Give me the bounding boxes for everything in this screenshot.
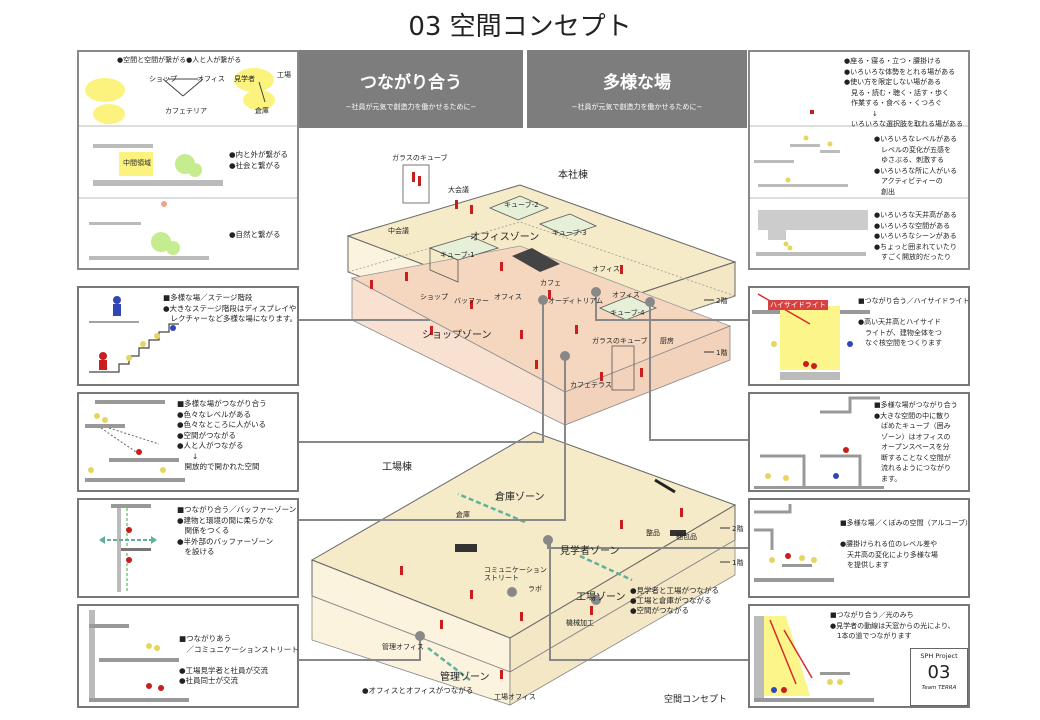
label-buffer: バッファー [454, 297, 489, 305]
badge-project: SPH Project [920, 652, 958, 660]
zone-management: 管理ゾーン [440, 672, 490, 683]
main-building-label: 本社棟 [558, 170, 588, 181]
badge-team: Team TERRA [921, 685, 957, 691]
label-intermediate-area: 中間領域 [123, 159, 151, 167]
project-badge: SPH Project 03 Team TERRA [910, 648, 968, 706]
left-panel-buffer-zone: ■つながり合う／バッファーゾーン ●建物と環境の間に柔らかな 関係をつくる ●半… [77, 498, 299, 598]
label-cube-4: キューブ-4 [610, 309, 645, 317]
header-subtitle: −社員が元気で創造力を働かせるために− [571, 103, 703, 111]
factory-diagram [310, 431, 737, 706]
label-glass-cube: ガラスのキューブ [392, 154, 448, 162]
center-notes: ●見学者と工場がつながる ●工場と倉庫がつながる ●空間がつながる [630, 586, 720, 615]
label-kitchen: 厨房 [660, 337, 674, 345]
panel-text: ■多様な場／ステージ階段 ●大きなステージ階段はディスプレイや レクチャーなど多… [163, 293, 298, 323]
label-visitor: 見学者 [234, 75, 255, 83]
panel-text: ■つながり合う／光のみち ●見学者の動線は天窓からの光により、 1本の道でつなが… [830, 611, 955, 640]
label-cafeteria: カフェテリア [165, 107, 207, 115]
floor-1-lower: 1階 [732, 559, 744, 567]
zone-office: オフィスゾーン [470, 232, 540, 243]
zone-visitor: 見学者ゾーン [560, 546, 620, 557]
label-warehouse: 倉庫 [255, 107, 269, 115]
panel-text: ■多様な場がつながり合う ●大きな空間の中に散り ばめたキューブ（囲み ゾーン）… [874, 401, 958, 483]
label-admin-office: 管理オフィス [382, 643, 424, 651]
right-panel-highside-light: ハイサイドライト ■つながり合う／ハイサイドライト ●高い天井高とハイサイド ラ… [748, 286, 970, 386]
label-cafe-terrace: カフェテラス [570, 381, 612, 389]
left-panel-connected-places: ■多様な場がつながり合う ●色々なレベルがある ●色々なところに人がいる ●空間… [77, 392, 299, 492]
label-shop: ショップ [420, 293, 448, 301]
label-auditorium: オーディトリアム [548, 297, 604, 305]
highside-light-illustration [752, 293, 870, 380]
panel-text: ●いろいろな天井高がある ●いろいろな空間がある ●いろいろなシーンがある ●ち… [874, 211, 958, 261]
buffer-illustration [99, 504, 157, 592]
header-tsunagari: つながり合う −社員が元気で創造力を働かせるために− [299, 50, 523, 128]
label-factory: 工場 [277, 71, 291, 79]
floor-2-upper: 2階 [716, 297, 728, 305]
levels-various [750, 110, 968, 256]
panel-text: ■つながり合う／ハイサイドライト ●高い天井高とハイサイド ライトが、建物全体を… [858, 297, 970, 347]
header-title: 多様な場 [603, 73, 671, 93]
label-product: 整品 [646, 529, 660, 537]
left-panel-stage-stairs: ■多様な場／ステージ階段 ●大きなステージ階段はディスプレイや レクチャーなど多… [77, 286, 299, 386]
zone-shop: ショップゾーン [422, 330, 492, 341]
label-lab: ラボ [528, 585, 542, 593]
stair-illustration [89, 296, 179, 373]
right-panel-alcove: ■多様な場／くぼみの空間（アルコーブ） ●腰掛けられる位のレベル差や 天井高の変… [748, 498, 972, 598]
panel-text: ■つながりあう ／コミュニケーションストリート ●工場見学者と社員が交流 ●社員… [179, 634, 299, 685]
label-office-3: オフィス [612, 291, 640, 299]
left-panel-communication-street: ■つながりあう ／コミュニケーションストリート ●工場見学者と社員が交流 ●社員… [77, 604, 299, 708]
panel-text: ●自然と繋がる [229, 230, 281, 239]
zone-factory: 工場ゾーン [576, 592, 626, 603]
label-cube-3: キューブ-3 [552, 229, 587, 237]
floor-1-upper: 1階 [716, 349, 728, 357]
label-storage: 倉庫 [456, 511, 470, 519]
panel-text: ●内と外が繋がる ●社会と繋がる [229, 150, 289, 170]
main-building-diagram [346, 164, 737, 426]
label-cube-1: キューブ-1 [440, 251, 475, 259]
zone-warehouse: 倉庫ゾーン [495, 492, 545, 503]
panel-text: ■多様な場がつながり合う ●色々なレベルがある ●色々なところに人がいる ●空間… [177, 399, 267, 471]
label-large-meeting: 大会議 [448, 186, 469, 194]
right-panel-various-places: ●座る・寝る・立つ・腰掛ける ●いろいろな体勢をとれる場がある ●使い方を限定し… [748, 50, 970, 270]
street-illustration [89, 610, 189, 702]
panel-text: ■つながり合う／バッファーゾーン ●建物と環境の間に柔らかな 関係をつくる ●半… [177, 505, 297, 556]
page-title: 03 空間コンセプト [408, 12, 632, 42]
label-glass-cube-2: ガラスのキューブ [592, 337, 648, 345]
header-tayouna-ba: 多様な場 −社員が元気で創造力を働かせるために− [527, 50, 747, 128]
left-panel-connections: ●空間と空間が繋がる●人と人が繋がる ショップ オフィス カフェテリア 見学者 … [77, 50, 299, 270]
connection-illustration [79, 68, 297, 260]
header-title: つながり合う [360, 73, 462, 93]
label-office-2: オフィス [494, 293, 522, 301]
label-mid-meeting: 中会議 [388, 227, 409, 235]
label-machining: 機械加工 [566, 619, 594, 627]
levels-illustration [85, 400, 185, 482]
label-shop: ショップ [149, 75, 177, 83]
header-subtitle: −社員が元気で創造力を働かせるために− [345, 103, 477, 111]
label-cafe: カフェ [540, 279, 561, 287]
label-communication-street: コミュニケーション ストリート [484, 566, 547, 582]
connector-nodes [415, 287, 655, 641]
panel-text: ■多様な場／くぼみの空間（アルコーブ） ●腰掛けられる位のレベル差や 天井高の変… [840, 519, 972, 569]
label-highside-light: ハイサイドライト [768, 300, 828, 310]
alcove-illustration [754, 504, 834, 582]
cube-illustration [754, 396, 884, 489]
panel-text: ●座る・寝る・立つ・腰掛ける ●いろいろな体勢をとれる場がある ●使い方を限定し… [844, 57, 963, 128]
right-panel-cubes: ■多様な場がつながり合う ●大きな空間の中に散り ばめたキューブ（囲み ゾーン）… [748, 392, 970, 492]
badge-number: 03 [927, 662, 951, 683]
caption: 空間コンセプト [664, 695, 728, 705]
panel-text: ●空間と空間が繋がる●人と人が繋がる [117, 56, 242, 64]
label-packaging: 梱包品 [676, 533, 697, 541]
label-office-1: オフィス [592, 265, 620, 273]
label-office: オフィス [197, 75, 225, 83]
bottom-note: ●オフィスとオフィスがつながる [362, 686, 474, 695]
light-path-illustration [754, 616, 874, 702]
floor-2-lower: 2階 [732, 525, 744, 533]
factory-label: 工場棟 [382, 462, 412, 473]
label-factory-office: 工場オフィス [494, 693, 536, 701]
label-cube-2: キューブ-2 [504, 201, 539, 209]
panel-text: ●いろいろなレベルがある レベルの変化が五感を ゆさぶる、刺激する ●いろいろな… [874, 135, 958, 196]
floor-lines [704, 299, 730, 563]
people-markers [370, 172, 683, 679]
